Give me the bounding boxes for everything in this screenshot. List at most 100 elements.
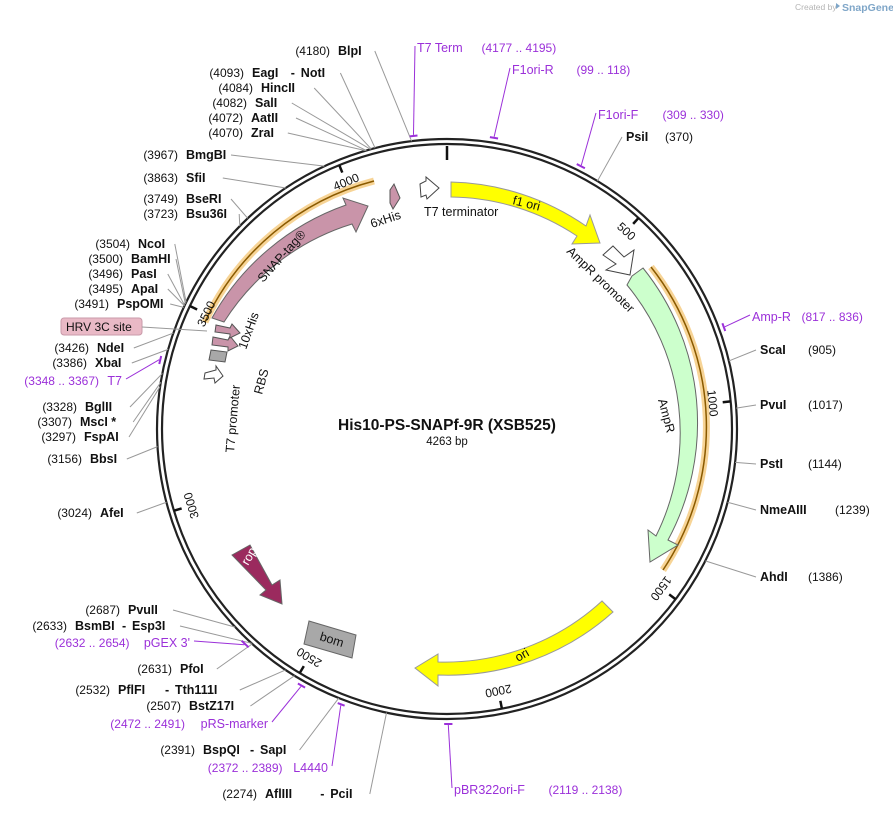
enzyme-leader: [295, 117, 367, 151]
enzyme-label: BseRI: [186, 192, 221, 206]
primer-range: (4177 .. 4195): [482, 41, 557, 55]
feature-t7-terminator[interactable]: [419, 175, 440, 200]
feature-6xhis-label: 6xHis: [369, 208, 403, 231]
enzyme-leader: [167, 288, 185, 307]
enzyme-position: (2631): [137, 662, 172, 676]
enzyme-label: FspAI: [84, 430, 119, 444]
feature-rbs-label: RBS: [251, 367, 271, 395]
feature-10xhis[interactable]: [211, 335, 239, 352]
tick-mark: [722, 400, 731, 404]
feature-6xhis[interactable]: [389, 182, 401, 211]
enzyme-separator: -: [291, 66, 295, 80]
enzyme-position: (370): [665, 130, 693, 144]
feature-ori[interactable]: [414, 600, 614, 688]
enzyme-label: NcoI: [138, 237, 165, 251]
enzyme-label: PspOMI: [117, 297, 164, 311]
feature-rbs[interactable]: [208, 349, 228, 363]
enzyme-position: (3156): [47, 452, 82, 466]
tick-mark: [298, 665, 305, 674]
feature-ori-label: ori: [513, 646, 532, 665]
enzyme-leader: [175, 258, 186, 304]
enzyme-separator: -: [250, 743, 254, 757]
primer-leader: [193, 640, 245, 646]
enzyme-leader: [222, 177, 286, 189]
enzyme-label: SalI: [255, 96, 277, 110]
primer-mark: [489, 136, 499, 140]
feature-bom[interactable]: [303, 620, 357, 659]
enzyme-label: BglII: [85, 400, 112, 414]
feature-rop[interactable]: [231, 544, 283, 605]
primer-range: (309 .. 330): [663, 108, 724, 122]
enzyme-leader: [313, 87, 372, 150]
brand-name: SnapGene: [842, 2, 893, 14]
primer-leader: [412, 45, 416, 135]
backbone-inner: [160, 142, 734, 716]
enzyme-label: PvuI: [760, 398, 786, 412]
feature-hrv3c-arrow[interactable]: [214, 323, 241, 339]
primer-label: T7 Term: [417, 41, 463, 55]
enzyme-leader: [727, 501, 757, 511]
enzyme-label: XbaI: [95, 356, 121, 370]
enzyme-label: BsmBI: [75, 619, 115, 633]
enzyme-position: (4072): [208, 111, 243, 125]
enzyme-leader: [728, 349, 757, 362]
enzyme-leader: [179, 625, 252, 644]
primer-range: (2119 .. 2138): [549, 783, 623, 797]
feature-ampr-promoter-label: AmpR promoter: [564, 244, 637, 315]
primer-range: (2632 .. 2654): [55, 636, 130, 650]
enzyme-position: (2687): [85, 603, 120, 617]
enzyme-position: (3307): [37, 415, 72, 429]
enzyme-position: (4093): [209, 66, 244, 80]
feature-ampr[interactable]: [626, 267, 699, 563]
feature-t7-promoter[interactable]: [203, 364, 224, 384]
enzyme-position: (1239): [835, 503, 870, 517]
primer-label: pBR322ori-F: [454, 783, 525, 797]
ampr-highlight-line: [650, 266, 708, 571]
enzyme-position: (4070): [208, 126, 243, 140]
feature-bom-label: bom: [318, 629, 345, 650]
enzyme-leader: [735, 461, 757, 465]
primer-range: (2472 .. 2491): [110, 717, 185, 731]
enzyme-leader: [133, 332, 174, 349]
feature-f1-ori[interactable]: [450, 181, 601, 245]
enzyme-leader: [170, 303, 184, 308]
enzyme-label: PsiI: [626, 130, 648, 144]
enzyme-label: AflIII: [265, 787, 292, 801]
enzyme-label: NdeI: [97, 341, 124, 355]
primer-range: (2372 .. 2389): [208, 761, 283, 775]
primer-mark: [576, 163, 586, 170]
primer-label: F1ori-R: [512, 63, 554, 77]
enzyme-leader: [131, 348, 169, 364]
enzyme-leader: [174, 243, 187, 303]
primer-label: pGEX 3': [144, 636, 190, 650]
enzyme-position: (3967): [143, 148, 178, 162]
enzyme-label: ApaI: [131, 282, 158, 296]
tick-mark: [173, 507, 182, 512]
enzyme-label: PstI: [760, 457, 783, 471]
enzyme-leader: [250, 675, 295, 707]
feature-ampr-promoter[interactable]: [602, 245, 635, 276]
tick-mark: [668, 593, 677, 601]
feature-f1-ori-label: f1 ori: [511, 193, 541, 213]
enzyme-leader: [299, 697, 340, 751]
tick-label: 3000: [181, 490, 202, 520]
primer-leader: [493, 67, 511, 137]
primer-label: pRS-marker: [201, 717, 268, 731]
enzyme-leader: [287, 132, 366, 152]
enzyme-label: ZraI: [251, 126, 274, 140]
enzyme-separator: -: [165, 683, 169, 697]
enzyme-position: (4084): [218, 81, 253, 95]
enzyme-position: (2274): [222, 787, 257, 801]
feature-snap-tag[interactable]: [211, 197, 369, 323]
enzyme-position: (905): [808, 343, 836, 357]
enzyme-position: (3426): [54, 341, 89, 355]
hrv-3c-site-box[interactable]: [60, 317, 143, 336]
enzyme-position: (3500): [88, 252, 123, 266]
enzyme-leader: [216, 643, 253, 670]
enzyme-position: (3328): [42, 400, 77, 414]
tick-mark: [499, 700, 504, 709]
hrv-3c-site-label: HRV 3C site: [66, 320, 132, 334]
primer-mark: [409, 134, 418, 138]
enzyme-leader: [596, 136, 623, 182]
